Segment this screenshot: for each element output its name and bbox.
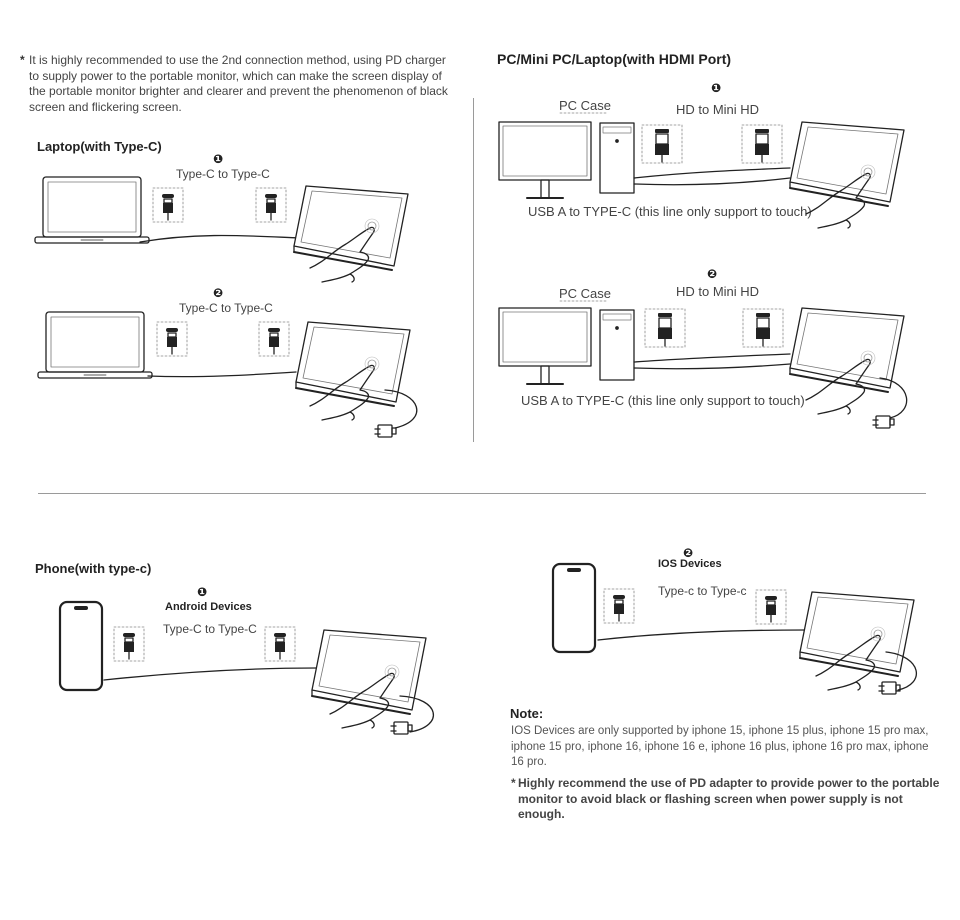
cable-line <box>147 371 297 378</box>
horizontal-divider <box>38 493 926 494</box>
intro-bullet: * <box>20 53 25 67</box>
pc-monitor-icon <box>498 307 592 385</box>
android-phone-icon <box>58 600 104 692</box>
mini-hdmi-connector-icon <box>741 124 783 164</box>
cable-line <box>633 353 791 363</box>
android-number: ❶ <box>197 585 208 599</box>
vertical-divider <box>473 98 474 442</box>
pc-method2-usb-note: USB A to TYPE-C (this line only support … <box>521 393 805 408</box>
type-c-connector-icon <box>603 588 635 624</box>
charger-icon <box>374 424 397 438</box>
type-c-connector-icon <box>755 589 787 625</box>
mini-hdmi-connector-icon <box>742 308 784 348</box>
cable-line <box>384 389 418 429</box>
ios-number: ❷ <box>683 546 694 560</box>
laptop-icon <box>34 176 150 244</box>
intro-text: It is highly recommended to use the 2nd … <box>29 53 448 114</box>
hdmi-connector-icon <box>644 308 686 348</box>
cable-line <box>597 629 805 641</box>
pc-monitor-icon <box>498 121 592 199</box>
charger-icon <box>878 681 901 695</box>
ios-cable: Type-c to Type-c <box>658 584 747 598</box>
type-c-connector-icon <box>255 187 287 223</box>
pc-case-icon <box>599 309 635 381</box>
pc-method1-usb-note: USB A to TYPE-C (this line only support … <box>528 204 812 219</box>
note-emphasis: * Highly recommend the use of PD adapter… <box>511 776 941 823</box>
note-emphasis-text: Highly recommend the use of PD adapter t… <box>518 776 940 821</box>
ios-device-label: IOS Devices <box>658 558 722 570</box>
type-c-connector-icon <box>156 321 188 357</box>
laptop-method2-number: ❷ <box>213 286 224 300</box>
cable-line <box>399 695 435 733</box>
pc-method2-number: ❷ <box>707 267 718 281</box>
pc-section-title: PC/Mini PC/Laptop(with HDMI Port) <box>497 51 732 67</box>
laptop-section-title: Laptop(with Type-C) <box>37 139 162 154</box>
portable-monitor-icon <box>295 321 411 407</box>
type-c-connector-icon <box>258 321 290 357</box>
laptop-method2-cable: Type-C to Type-C <box>179 301 273 315</box>
cable-line <box>879 377 908 419</box>
portable-monitor-icon <box>799 591 915 677</box>
pc-method1-case-label: PC Case <box>559 98 612 113</box>
note-title: Note: <box>510 706 544 721</box>
portable-monitor-icon <box>311 629 427 715</box>
cable-line <box>633 363 791 370</box>
portable-monitor-icon <box>789 121 905 207</box>
type-c-connector-icon <box>152 187 184 223</box>
cable-line <box>633 177 791 186</box>
type-c-connector-icon <box>264 626 296 662</box>
pc-case-icon <box>599 122 635 194</box>
type-c-connector-icon <box>113 626 145 662</box>
note-bullet: * <box>511 776 516 790</box>
cable-line <box>633 167 791 179</box>
cable-line <box>103 667 317 681</box>
android-cable: Type-C to Type-C <box>163 622 257 636</box>
portable-monitor-icon <box>293 185 409 271</box>
laptop-method1-cable: Type-C to Type-C <box>176 167 270 181</box>
pc-method2-cable: HD to Mini HD <box>676 284 760 299</box>
laptop-method1-number: ❶ <box>213 152 224 166</box>
pc-method2-case-label: PC Case <box>559 286 612 301</box>
pc-method1-number: ❶ <box>711 81 722 95</box>
cable-line <box>139 234 301 243</box>
charger-icon <box>390 721 413 735</box>
android-device-label: Android Devices <box>165 601 252 613</box>
note-body: IOS Devices are only supported by iphone… <box>511 725 929 768</box>
phone-section-title: Phone(with type-c) <box>35 561 152 576</box>
intro-note: * It is highly recommended to use the 2n… <box>20 53 450 115</box>
laptop-icon <box>37 311 153 379</box>
hdmi-connector-icon <box>641 124 683 164</box>
cable-line <box>885 651 917 691</box>
pc-method1-cable: HD to Mini HD <box>676 102 760 117</box>
iphone-icon <box>551 562 597 654</box>
